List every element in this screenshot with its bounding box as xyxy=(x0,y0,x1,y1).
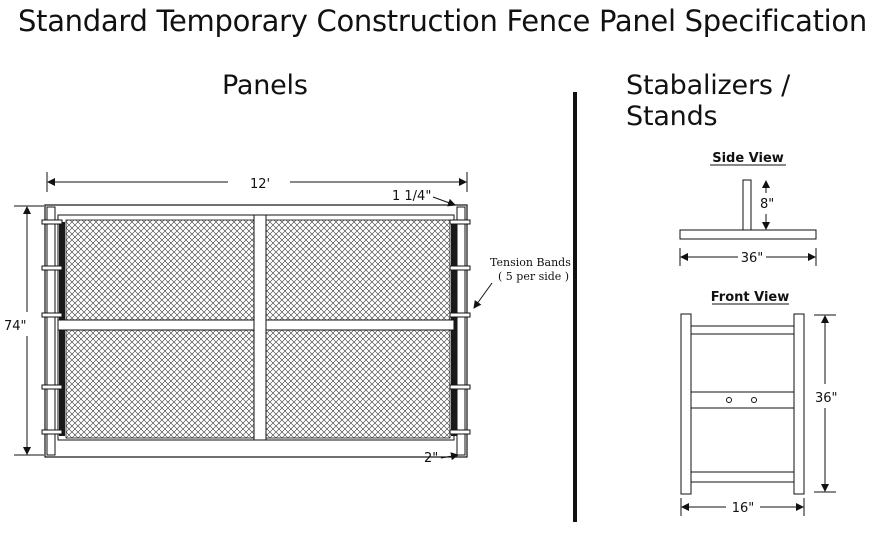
panel-frame xyxy=(44,204,468,458)
center-brace xyxy=(253,214,267,441)
tension-bands-label: Tension Bands xyxy=(490,256,571,269)
front-right-post xyxy=(793,313,805,495)
tension-band xyxy=(449,429,471,435)
page-title: Standard Temporary Construction Fence Pa… xyxy=(18,4,867,38)
post-leader-line xyxy=(432,196,456,207)
front-left-post xyxy=(680,313,692,495)
tension-band xyxy=(449,219,471,225)
mesh-top-left xyxy=(65,219,255,321)
post-diameter-label: 1 1/4" xyxy=(392,189,431,204)
stands-section-title: Stabalizers / Stands xyxy=(626,70,790,132)
stand-front-view: Front View 36" 16" xyxy=(680,290,838,516)
tension-band xyxy=(449,265,471,271)
front-height-label: 36" xyxy=(815,391,838,406)
side-upright xyxy=(742,179,752,231)
tension-band xyxy=(41,219,63,225)
tension-band xyxy=(41,265,63,271)
front-view-label: Front View xyxy=(711,290,790,305)
tension-bands-right xyxy=(449,219,471,435)
tension-band xyxy=(41,429,63,435)
foot-leader-line xyxy=(440,452,459,461)
tension-leader-line xyxy=(473,282,493,309)
panel-height-label: 74" xyxy=(4,319,27,334)
mesh-bottom-left xyxy=(65,329,255,439)
left-post xyxy=(46,206,56,456)
tension-bands-count-label: ( 5 per side ) xyxy=(498,270,569,283)
tension-band xyxy=(41,312,63,318)
front-bottom-rail xyxy=(690,471,795,483)
front-top-rail xyxy=(690,325,795,335)
bolt-hole xyxy=(751,397,757,403)
mesh-top-right xyxy=(265,219,451,321)
mesh-bottom-right xyxy=(265,329,451,439)
fence-panel: 12' 1 1/4" 74" xyxy=(4,172,571,466)
side-height-label: 8" xyxy=(760,197,774,212)
tension-bands-left xyxy=(41,219,63,435)
stand-side-view: Side View 8" 36" xyxy=(679,151,817,266)
panels-section-title: Panels xyxy=(222,70,308,101)
panel-width-label: 12' xyxy=(250,177,270,192)
side-base xyxy=(679,229,817,240)
tension-band xyxy=(449,384,471,390)
right-post xyxy=(456,206,466,456)
front-middle-rail xyxy=(690,391,795,409)
bolt-hole xyxy=(726,397,732,403)
front-width-label: 16" xyxy=(732,501,755,516)
tension-band xyxy=(449,312,471,318)
side-width-label: 36" xyxy=(741,251,764,266)
foot-label: 2" xyxy=(424,451,438,466)
side-view-label: Side View xyxy=(712,151,784,166)
tension-band xyxy=(41,384,63,390)
